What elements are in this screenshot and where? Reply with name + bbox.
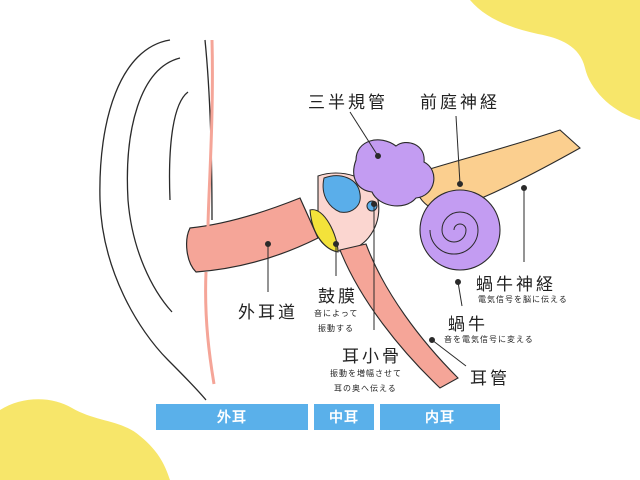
cochlea-spiral	[429, 211, 479, 255]
corner-blob-bottom-left	[0, 399, 170, 480]
eustachian-tube-shape	[339, 243, 459, 389]
canal-wall-lower	[204, 271, 216, 385]
label-eardrum-desc-1: 音によって	[314, 309, 359, 318]
canal-wall	[206, 39, 214, 229]
label-eardrum-desc-2: 振動する	[318, 324, 354, 333]
section-outer-ear-label: 外耳	[217, 410, 247, 426]
label-vestibular-nerve: 前庭神経	[420, 93, 500, 113]
label-ossicles-desc-2: 耳の奥へ伝える	[334, 384, 397, 393]
label-eardrum: 鼓膜	[318, 287, 358, 307]
ossicles-shape	[322, 175, 361, 213]
eardrum-shape	[309, 209, 339, 253]
cochlea-shape	[419, 189, 501, 271]
label-outer-ear-canal: 外耳道	[238, 303, 298, 323]
label-cochlear-nerve-desc: 電気信号を脳に伝える	[478, 295, 568, 304]
label-cochlear-nerve: 蝸牛神経	[476, 275, 556, 295]
section-bar-middle-ear: 中耳	[314, 404, 374, 430]
section-bar-inner-ear: 内耳	[380, 404, 500, 430]
label-cochlea: 蝸牛	[448, 315, 488, 335]
section-bar-outer-ear: 外耳	[156, 404, 308, 430]
label-ossicles-desc-1: 振動を増幅させて	[330, 369, 402, 378]
section-middle-ear-label: 中耳	[329, 410, 359, 426]
label-eustachian-tube: 耳管	[470, 369, 510, 389]
section-inner-ear-label: 内耳	[425, 410, 455, 426]
label-cochlea-desc: 音を電気信号に変える	[444, 335, 534, 344]
pointer-lines	[265, 111, 527, 367]
ear-canal-shape	[186, 197, 319, 273]
corner-blob-top-right	[470, 0, 640, 120]
label-semicircular-canals: 三半規管	[308, 93, 388, 113]
label-ossicles: 耳小骨	[342, 347, 402, 367]
semicircular-canals-shape	[353, 139, 435, 207]
pinna	[99, 39, 213, 401]
